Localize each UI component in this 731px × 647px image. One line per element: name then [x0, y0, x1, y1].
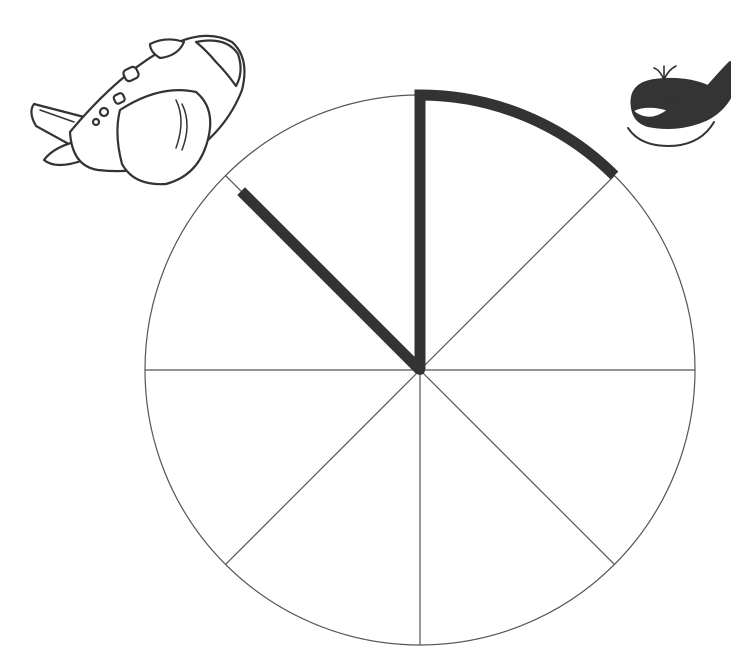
highlighted-sector-edge — [420, 95, 614, 370]
center-point — [415, 365, 425, 375]
sector-divider — [420, 370, 614, 564]
sector-divider — [420, 176, 614, 370]
airplane-icon — [31, 36, 244, 184]
whale-icon — [628, 62, 730, 146]
highlighted-sector-boundary — [241, 95, 614, 370]
highlighted-radius — [241, 191, 420, 370]
sector-divider — [226, 370, 420, 564]
